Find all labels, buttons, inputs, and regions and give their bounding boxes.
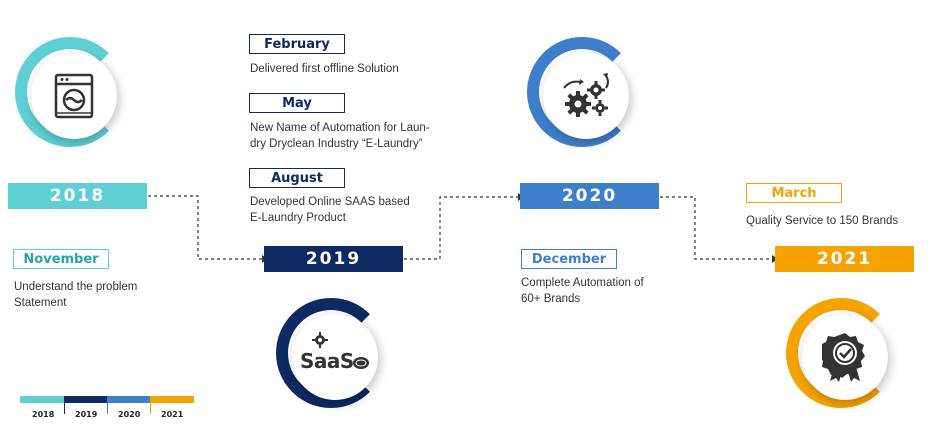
small-gear-icon: [312, 332, 328, 348]
month-august: August: [249, 168, 345, 188]
legend-divider: [64, 396, 65, 414]
month-february: February: [249, 34, 345, 54]
month-march: March: [746, 183, 842, 203]
cloud-coin-icon: [353, 357, 369, 369]
year-bar-2019: 2019: [264, 246, 403, 272]
legend-swatch-2020: [107, 396, 150, 403]
desc-march: Quality Service to 150 Brands: [746, 215, 899, 227]
desc-december: Complete Automation of 60+ Brands: [521, 277, 644, 305]
gears-icon: [563, 73, 609, 117]
icon-2018: [15, 37, 125, 147]
year-bar-2020: 2020: [520, 183, 659, 209]
legend-swatch-2018: [20, 396, 64, 403]
desc-february: Delivered first offline Solution: [250, 63, 399, 75]
desc-november: Understand the problem Statement: [14, 281, 138, 309]
legend-label-2021: 2021: [161, 410, 184, 419]
month-may: May: [249, 93, 345, 113]
legend-label-2018: 2018: [32, 410, 55, 419]
saas-icon: SaaS: [300, 332, 370, 382]
legend-divider: [150, 396, 151, 414]
month-december: December: [521, 249, 617, 269]
saas-text: SaaS: [300, 349, 354, 373]
connector-2020-2021: [660, 196, 772, 260]
year-bar-2021: 2021: [775, 246, 914, 272]
desc-august: Developed Online SAAS based E-Laundry Pr…: [250, 196, 410, 224]
connector-2019-2020: [404, 196, 518, 260]
legend-label-2019: 2019: [75, 410, 98, 419]
icon-2020: [527, 37, 637, 147]
icon-2019: SaaS: [276, 298, 386, 408]
desc-may: New Name of Automation for Laun- dry Dry…: [250, 122, 430, 150]
connector-2018-2019: [148, 195, 262, 260]
icon-2021: [786, 298, 896, 408]
legend-swatch-2021: [150, 396, 194, 403]
badge-check-icon: [822, 333, 865, 382]
legend-label-2020: 2020: [118, 410, 141, 419]
year-bar-2018: 2018: [8, 183, 147, 209]
legend-divider: [107, 396, 108, 414]
legend-swatch-2019: [64, 396, 107, 403]
washing-machine-icon: [54, 73, 94, 119]
month-november: November: [13, 249, 109, 269]
